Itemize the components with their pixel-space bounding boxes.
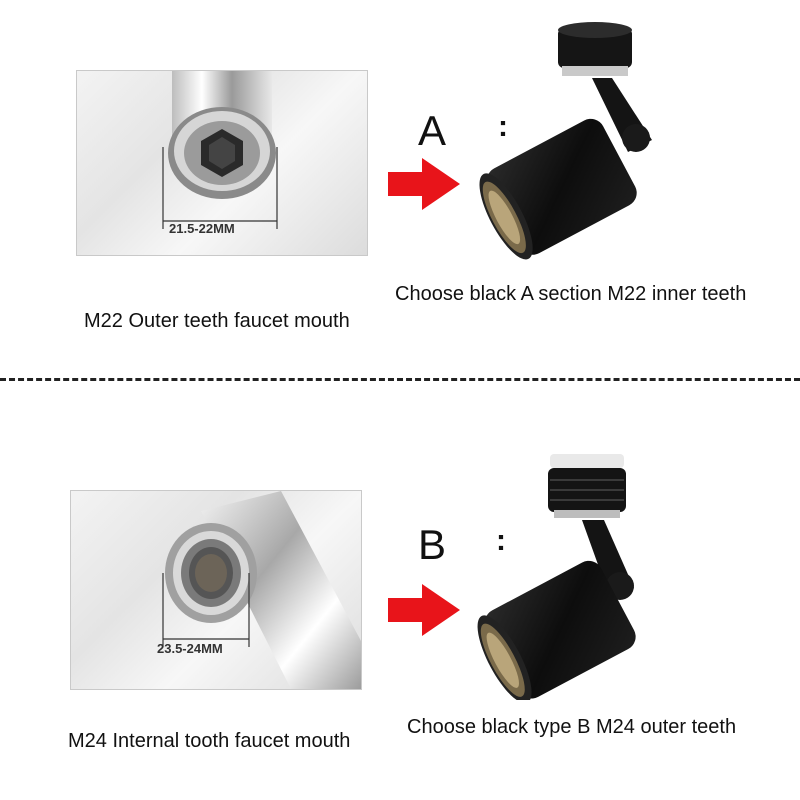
faucet-caption-m22: M22 Outer teeth faucet mouth bbox=[84, 310, 350, 332]
product-caption-a: Choose black A section M22 inner teeth bbox=[395, 283, 747, 305]
red-arrow-icon bbox=[388, 158, 460, 210]
section-divider bbox=[0, 378, 800, 381]
type-separator-a: : bbox=[498, 110, 508, 143]
faucet-photo-m24: 23.5-24MM bbox=[70, 490, 362, 690]
dimension-label-m24: 23.5-24MM bbox=[157, 641, 223, 656]
product-caption-b: Choose black type B M24 outer teeth bbox=[407, 716, 737, 738]
type-separator-b: : bbox=[496, 524, 506, 557]
faucet-photo-m22: 21.5-22MM bbox=[76, 70, 368, 256]
faucet-m22-illustration bbox=[162, 71, 278, 229]
type-letter-a: A bbox=[418, 107, 447, 154]
black-aerator-a-image bbox=[479, 22, 652, 260]
red-arrow-icon bbox=[388, 584, 460, 636]
dimension-label-m22: 21.5-22MM bbox=[169, 221, 235, 236]
faucet-caption-m24: M24 Internal tooth faucet mouth bbox=[68, 730, 351, 752]
faucet-m24-illustration bbox=[162, 491, 361, 689]
type-letter-b: B bbox=[418, 521, 447, 568]
black-aerator-b-image bbox=[477, 454, 636, 700]
